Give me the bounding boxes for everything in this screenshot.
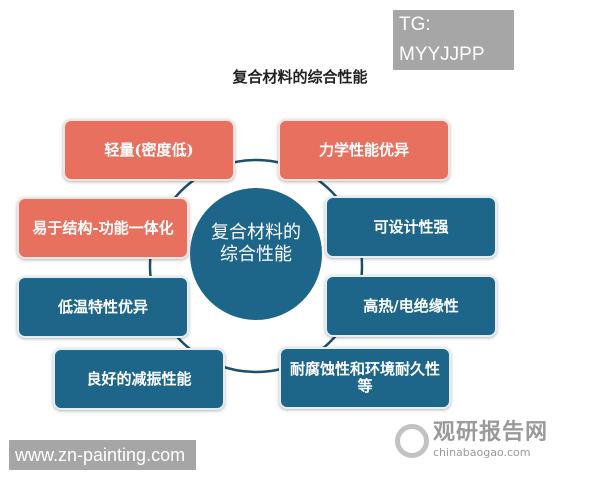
property-lightweight: 轻量(密度低) — [63, 119, 235, 181]
property-mechanical: 力学性能优异 — [278, 119, 450, 181]
center-line-1: 复合材料的 — [211, 222, 301, 243]
watermark-tg: TG: MYYJJPP — [393, 10, 514, 70]
property-damping: 良好的减振性能 — [53, 348, 225, 410]
property-designability: 可设计性强 — [325, 196, 497, 258]
property-integration: 易于结构-功能一体化 — [17, 197, 189, 259]
property-insulation: 高热/电绝缘性 — [325, 275, 497, 337]
brand-url: chinabaogao.com — [433, 446, 531, 459]
ring-circle — [148, 158, 364, 374]
center-line-2: 综合性能 — [220, 244, 292, 265]
property-low-temp: 低温特性优异 — [17, 276, 189, 338]
diagram-title: 复合材料的综合性能 — [232, 68, 368, 86]
property-corrosion: 耐腐蚀性和环境耐久性等 — [279, 347, 451, 409]
center-node: 复合材料的 综合性能 — [190, 188, 322, 320]
brand-logo-icon — [395, 424, 429, 458]
brand-watermark: 观研报告网 chinabaogao.com — [395, 420, 595, 468]
watermark-url: www.zn-painting.com — [9, 440, 196, 470]
brand-name: 观研报告网 — [433, 420, 549, 445]
